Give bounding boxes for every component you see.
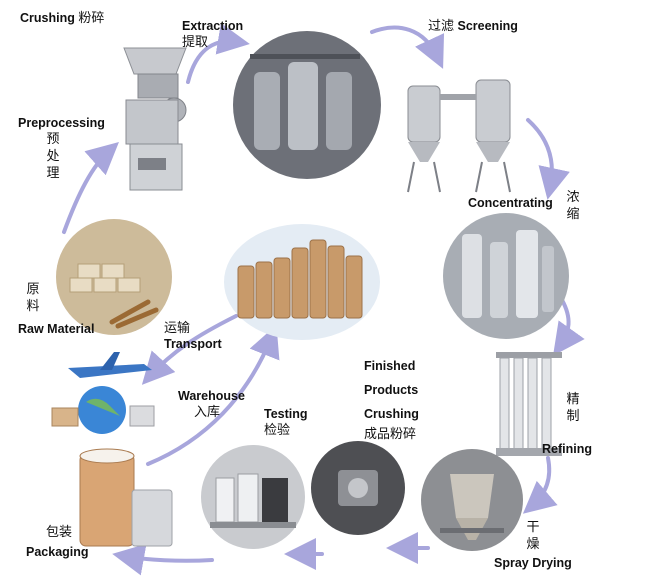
screening-cn: 过滤: [428, 18, 455, 33]
packaging-cn: 包装: [46, 524, 73, 539]
spray-drying-en: Spray Drying: [494, 556, 572, 570]
testing-cn: 检验: [264, 422, 291, 437]
raw-material-en: Raw Material: [18, 322, 95, 336]
warehouse-en: Warehouse: [178, 389, 245, 403]
extraction-en: Extraction: [182, 19, 244, 33]
finished-cn: 成品粉碎: [364, 426, 417, 441]
arrow-refining-to-spraying: [522, 456, 558, 514]
testing-en: Testing: [264, 407, 308, 421]
preprocessing-cn: 预处理: [46, 131, 60, 180]
spray-drying-image: [420, 448, 524, 552]
arrow-packaging-to-warehouse: [146, 324, 280, 466]
finished-crushing-image: [310, 440, 406, 536]
extraction-cn: 提取: [182, 34, 209, 49]
preprocessing-label: Preprocessing: [18, 116, 105, 131]
finished-label: Finished Products Crushing 成品粉碎: [364, 354, 419, 442]
packaging-image: [70, 446, 180, 550]
screening-en: Screening: [457, 19, 518, 33]
testing-label: Testing 检验: [264, 406, 308, 438]
warehouse-cartons-image: [222, 222, 382, 342]
crushing-machine-image: [118, 44, 192, 194]
warehouse-label: Warehouse 入库: [178, 388, 245, 420]
arrow-warehouse-to-transport: [141, 314, 238, 385]
refining-en: Refining: [542, 442, 592, 456]
packaging-en: Packaging: [26, 545, 89, 559]
arrow-crushing-to-extraction: [186, 22, 250, 84]
crushing-en: Crushing: [20, 11, 75, 25]
refining-cn: 精制: [566, 391, 580, 423]
concentrating-en: Concentrating: [468, 196, 553, 210]
arrow-raw-to-preprocessing: [62, 142, 119, 234]
transport-cn: 运输: [164, 320, 191, 335]
screening-filter-image: [400, 70, 518, 194]
finished-line3: Crushing: [364, 407, 419, 421]
arrow-screening-to-concentrating: [526, 118, 570, 200]
finished-line1: Finished: [364, 359, 416, 373]
transport-en: Transport: [164, 337, 222, 351]
transport-icon: [40, 344, 160, 440]
finished-line2: Products: [364, 383, 419, 397]
concentrating-image: [442, 212, 570, 340]
extraction-label: Extraction 提取: [182, 18, 243, 50]
refining-image: [494, 344, 564, 460]
crushing-label: Crushing 粉碎: [20, 10, 104, 26]
raw-material-cn: 原料: [26, 281, 40, 313]
testing-lab-image: [200, 444, 306, 550]
spray-drying-cn: 干燥: [526, 519, 540, 551]
raw-material-image: [52, 218, 176, 336]
arrow-concentrating-to-refining: [553, 298, 585, 356]
transport-label: 运输 Transport: [164, 320, 222, 352]
concentrating-cn: 浓缩: [566, 189, 580, 221]
arrow-testing-to-packaging: [112, 543, 214, 576]
extraction-image: [232, 30, 382, 180]
crushing-cn: 粉碎: [78, 10, 105, 25]
screening-label: 过滤 Screening: [428, 18, 518, 34]
arrow-extraction-to-screening: [370, 25, 445, 69]
concentrating-label: Concentrating: [468, 196, 553, 211]
warehouse-cn: 入库: [194, 404, 221, 419]
packaging-label: 包装 Packaging: [26, 522, 89, 562]
preprocessing-en: Preprocessing: [18, 116, 105, 130]
